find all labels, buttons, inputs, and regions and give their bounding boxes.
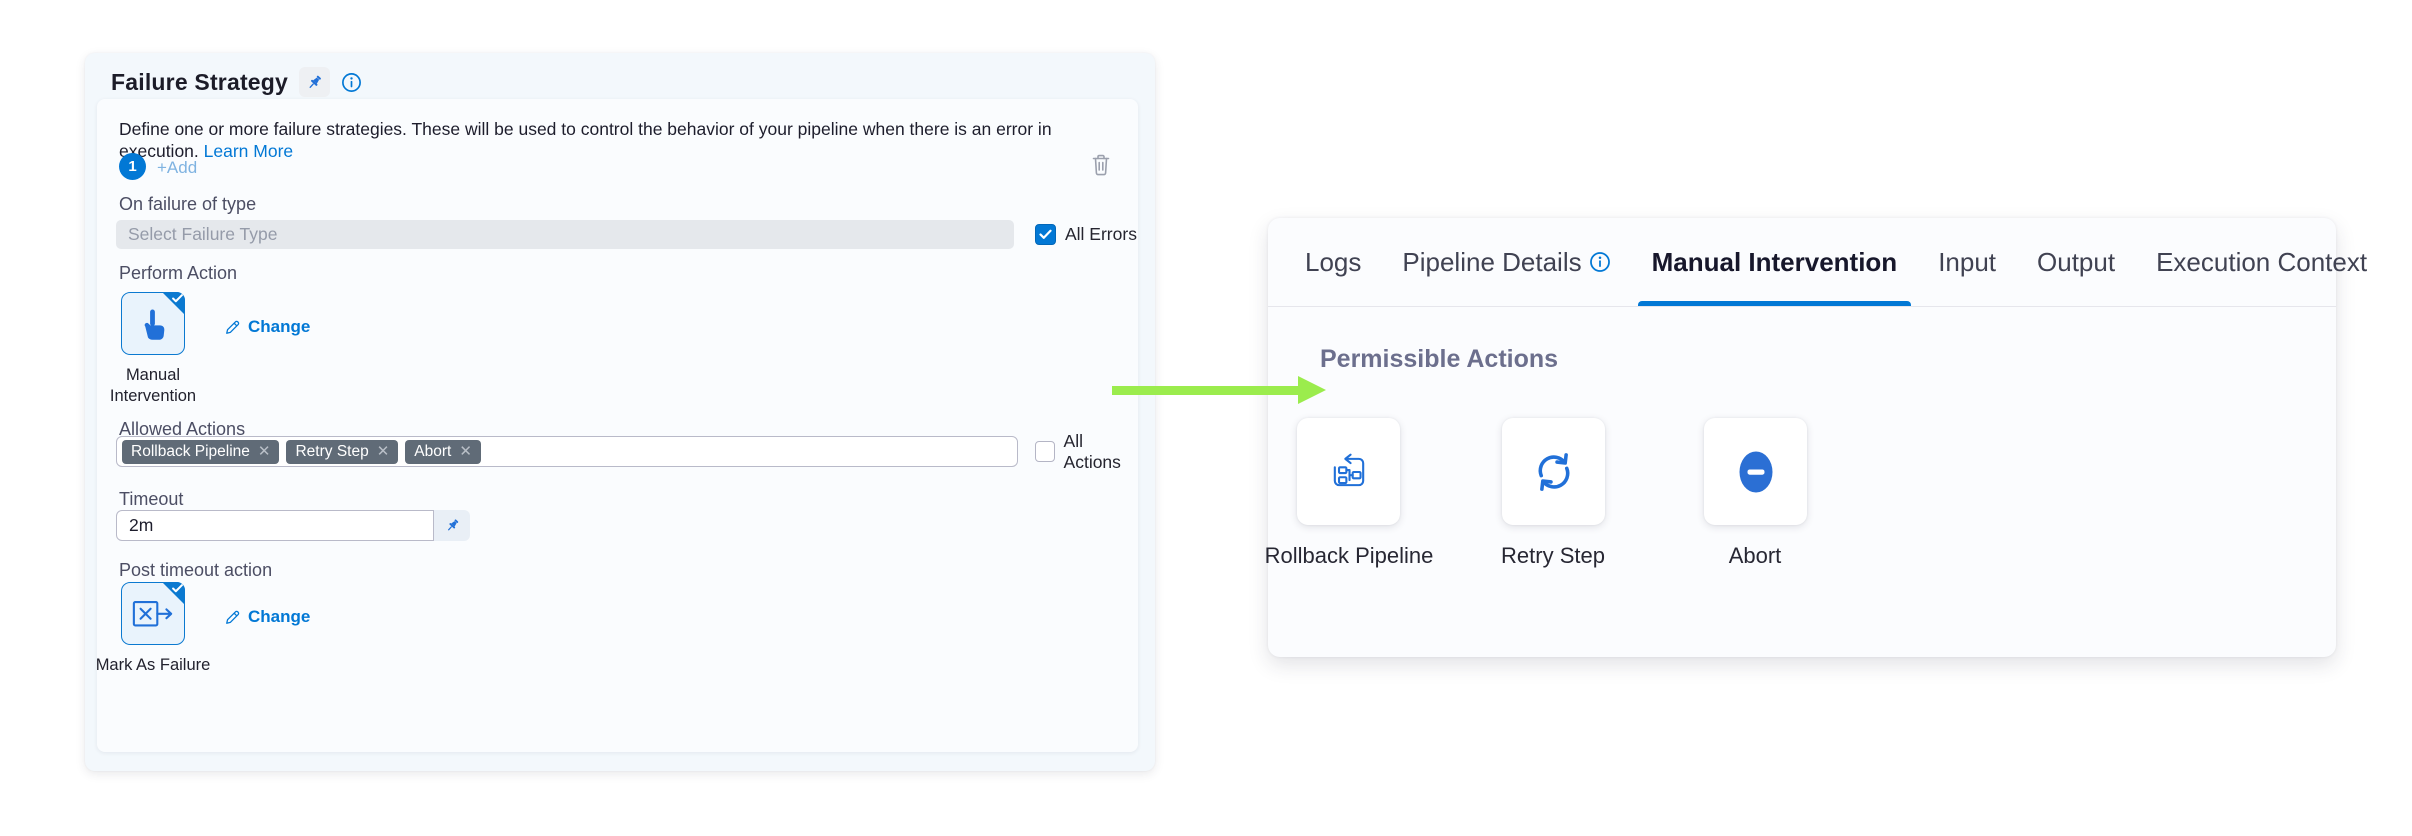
tab-label: Manual Intervention: [1651, 246, 1898, 277]
tag-label: Retry Step: [295, 442, 369, 460]
timeout-pin-button[interactable]: [434, 510, 470, 541]
rollback-pipeline-action-card[interactable]: [1297, 418, 1400, 525]
timeout-field: [116, 510, 470, 541]
post-timeout-label: Post timeout action: [119, 560, 273, 580]
all-errors-checkbox[interactable]: [1035, 224, 1056, 245]
timeout-label: Timeout: [119, 489, 184, 509]
pin-button[interactable]: [299, 67, 331, 97]
allowed-actions-label: Allowed Actions: [119, 419, 246, 439]
edit-pencil-icon: [224, 319, 241, 336]
strategy-index-badge[interactable]: 1: [119, 153, 146, 180]
all-errors-label: All Errors: [1065, 224, 1137, 244]
tab-manual-intervention[interactable]: Manual Intervention: [1637, 218, 1912, 306]
info-icon[interactable]: [341, 72, 362, 93]
failure-strategy-header: Failure Strategy: [85, 53, 1155, 99]
perform-action-label: Perform Action: [119, 263, 238, 283]
abort-action-card[interactable]: [1704, 418, 1807, 525]
tag-label: Rollback Pipeline: [131, 442, 250, 460]
tab-label: Execution Context: [2156, 246, 2368, 277]
pushpin-icon: [444, 517, 461, 534]
retry-icon: [1531, 449, 1577, 495]
close-icon[interactable]: ✕: [459, 443, 472, 460]
abort-icon: [1734, 448, 1778, 496]
allowed-action-tag: Rollback Pipeline ✕: [122, 439, 280, 464]
pushpin-icon: [305, 73, 324, 92]
failure-type-input[interactable]: [116, 220, 1014, 249]
post-timeout-value: Mark As Failure: [95, 656, 211, 674]
allowed-actions-input[interactable]: Rollback Pipeline ✕ Retry Step ✕ Abort ✕: [116, 436, 1018, 467]
tab-label: Logs: [1305, 246, 1362, 277]
action-label: Abort: [1728, 543, 1782, 568]
all-actions-checkbox[interactable]: [1035, 441, 1055, 462]
on-failure-label: On failure of type: [119, 194, 257, 214]
close-icon[interactable]: ✕: [257, 443, 271, 460]
learn-more-link[interactable]: Learn More: [203, 141, 294, 161]
info-icon: [1589, 251, 1611, 273]
delete-strategy-button[interactable]: [1088, 152, 1114, 180]
checkmark-icon: [1039, 229, 1052, 240]
change-action-link[interactable]: Change: [224, 317, 310, 337]
action-label: Retry Step: [1501, 543, 1605, 568]
perform-action-card[interactable]: [121, 292, 185, 355]
change-label: Change: [248, 607, 311, 626]
tab-pipeline-details[interactable]: Pipeline Details: [1388, 218, 1624, 306]
strategy-form-card: Define one or more failure strategies. T…: [96, 99, 1138, 752]
change-label: Change: [248, 317, 311, 336]
add-strategy-button[interactable]: +Add: [157, 158, 198, 177]
tab-logs[interactable]: Logs: [1291, 218, 1375, 306]
panel-title: Failure Strategy: [111, 68, 289, 95]
tab-label: Output: [2037, 246, 2116, 277]
mark-as-failure-icon: [122, 583, 184, 644]
all-errors-option: All Errors: [1035, 220, 1137, 249]
tab-input[interactable]: Input: [1924, 218, 2010, 306]
close-icon[interactable]: ✕: [376, 443, 390, 460]
rollback-pipeline-icon: [1328, 451, 1370, 493]
tab-label: Input: [1938, 246, 1997, 277]
permissible-actions-title: Permissible Actions: [1320, 345, 1559, 373]
delete-icon: [1089, 152, 1113, 178]
all-actions-label: All Actions: [1063, 430, 1121, 472]
timeout-input[interactable]: [116, 510, 434, 541]
edit-pencil-icon: [224, 609, 241, 626]
allowed-action-tag: Abort ✕: [405, 439, 481, 464]
change-post-timeout-link[interactable]: Change: [224, 607, 310, 627]
tab-output[interactable]: Output: [2023, 218, 2129, 306]
step-details-panel: Logs Pipeline Details Manual Interventio…: [1265, 218, 2367, 657]
failure-strategy-panel: Failure Strategy: [85, 53, 1155, 771]
strategy-description: Define one or more failure strategies. T…: [119, 118, 1109, 162]
tab-label: Pipeline Details: [1402, 246, 1582, 277]
retry-step-action-card[interactable]: [1502, 418, 1605, 525]
allowed-action-tag: Retry Step ✕: [286, 439, 399, 464]
arrow-right-icon: [1112, 376, 1326, 404]
all-actions-option: All Actions: [1035, 431, 1138, 472]
hand-pointer-icon: [122, 293, 184, 354]
perform-action-value: Manual Intervention: [109, 366, 197, 405]
details-tabbar: Logs Pipeline Details Manual Interventio…: [1268, 218, 2367, 307]
tab-execution-context[interactable]: Execution Context: [2142, 218, 2381, 306]
action-label: Rollback Pipeline: [1264, 543, 1434, 568]
tag-label: Abort: [414, 442, 452, 460]
post-timeout-action-card[interactable]: [121, 582, 185, 645]
